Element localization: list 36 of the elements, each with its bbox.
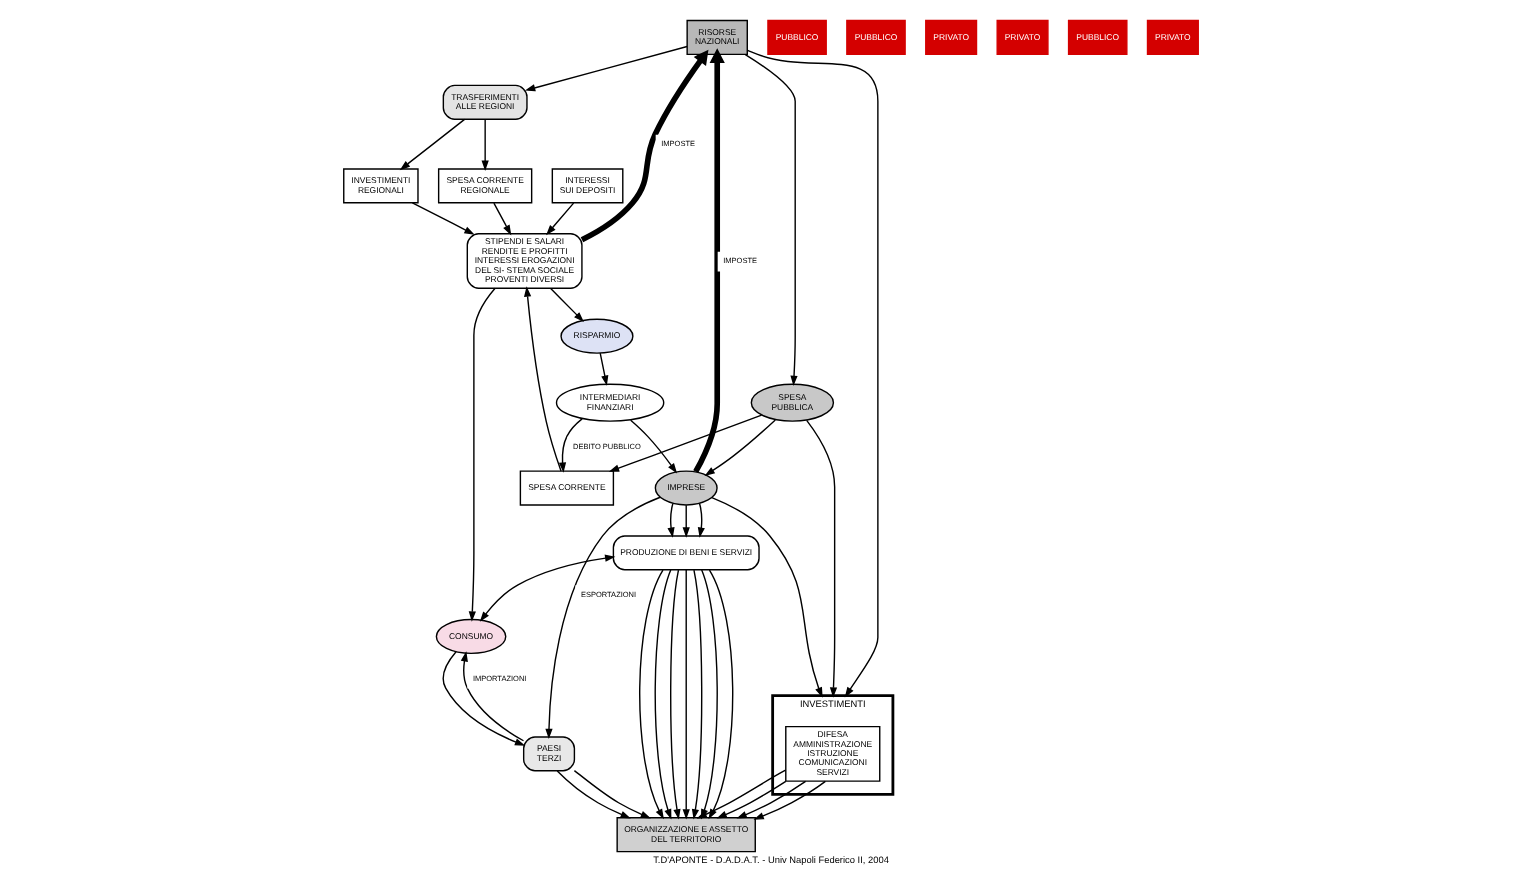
arrow [607, 414, 762, 472]
arrow [804, 419, 837, 698]
arrow [710, 496, 822, 698]
arrow [557, 418, 582, 473]
arrow [653, 569, 671, 820]
arrow [743, 53, 797, 387]
arrow [523, 286, 561, 472]
arrow [492, 202, 511, 236]
arrow [478, 554, 615, 622]
arrow [410, 202, 474, 235]
arrow [459, 651, 524, 742]
arrow [703, 419, 775, 476]
arrow [523, 45, 687, 92]
arrow [441, 651, 525, 746]
arrow [690, 569, 702, 820]
arrow [681, 569, 689, 820]
arrow [579, 49, 708, 243]
arrow [669, 569, 680, 820]
arrow [545, 202, 574, 236]
arrow [572, 769, 650, 819]
arrow [398, 118, 465, 171]
arrow [752, 780, 826, 820]
arrow [544, 496, 660, 740]
arrow [696, 502, 704, 538]
arrow [681, 504, 689, 538]
arrow [598, 352, 608, 386]
arrow [555, 770, 630, 819]
arrow [638, 569, 663, 820]
arrow [666, 502, 674, 538]
arrow [549, 287, 583, 323]
arrow [467, 287, 495, 622]
arrow [735, 780, 806, 819]
arrow [692, 48, 724, 474]
arrow [480, 118, 488, 171]
arrow [629, 419, 677, 474]
arrow [715, 780, 786, 819]
